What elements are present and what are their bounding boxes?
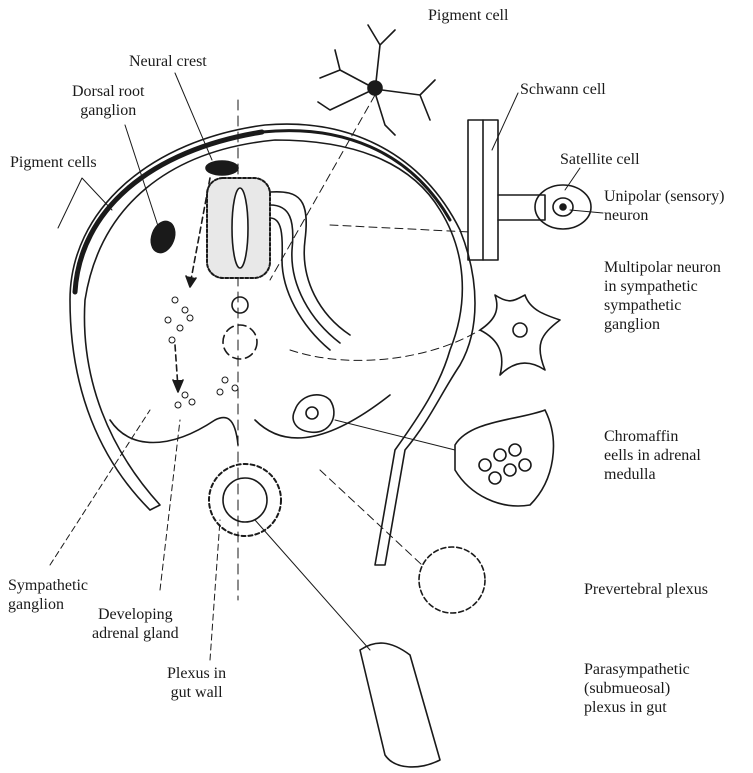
neural-canal xyxy=(232,188,248,268)
label-pigment-cells: Pigment cells xyxy=(10,153,97,172)
dorsal-aorta xyxy=(223,325,257,359)
leader-sympathetic xyxy=(50,410,150,565)
label-plexus-in-gut-wall: Plexus in gut wall xyxy=(167,664,226,702)
label-parasympathetic-plexus: Parasympathetic (submueosal) plexus in g… xyxy=(584,660,690,717)
inner-fold-right xyxy=(255,395,390,438)
dorsal-root-ganglion xyxy=(147,218,179,256)
pigment-cell-drawing xyxy=(270,25,435,280)
leader-schwann xyxy=(492,93,518,150)
label-schwann-cell: Schwann cell xyxy=(520,80,606,99)
label-unipolar-neuron: Unipolar (sensory) neuron xyxy=(604,187,724,225)
gut-plexus-drawing xyxy=(255,520,440,767)
ectoderm-band-right xyxy=(262,131,450,220)
label-pigment-cell: Pigment cell xyxy=(428,6,508,25)
leader-gut-wall xyxy=(210,520,220,660)
label-sympathetic-ganglion: Sympathetic ganglion xyxy=(8,576,88,614)
leader-pigment-cells xyxy=(58,178,112,228)
label-neural-crest: Neural crest xyxy=(129,52,207,71)
label-multipolar-neuron: Multipolar neuron in sympathetic sympath… xyxy=(604,258,721,334)
chromaffin-drawing xyxy=(335,410,553,506)
leader-adrenal xyxy=(160,420,180,590)
prevertebral-drawing xyxy=(320,470,485,613)
migration-arrow-2-head xyxy=(173,380,183,392)
neural-crest xyxy=(206,161,238,175)
embryo-body-outline xyxy=(70,124,475,565)
label-chromaffin-cells: Chromaffin eells in adrenal medulla xyxy=(604,427,701,484)
adrenal-gland xyxy=(293,395,334,433)
gut-lumen xyxy=(223,478,267,522)
leader-dorsal-root xyxy=(125,125,158,226)
leader-unipolar xyxy=(570,210,603,213)
inner-fold-left xyxy=(110,418,238,445)
notochord xyxy=(232,297,248,313)
leader-neural-crest xyxy=(175,73,212,160)
label-developing-adrenal-gland: Developing adrenal gland xyxy=(92,605,179,643)
label-dorsal-root-ganglion: Dorsal root ganglion xyxy=(72,82,144,120)
spinal-nerve-3 xyxy=(270,218,330,350)
label-prevertebral-plexus: Prevertebral plexus xyxy=(584,580,708,599)
adrenal-core xyxy=(306,407,318,419)
migration-arrow-head xyxy=(186,276,196,287)
label-satellite-cell: Satellite cell xyxy=(560,150,640,169)
